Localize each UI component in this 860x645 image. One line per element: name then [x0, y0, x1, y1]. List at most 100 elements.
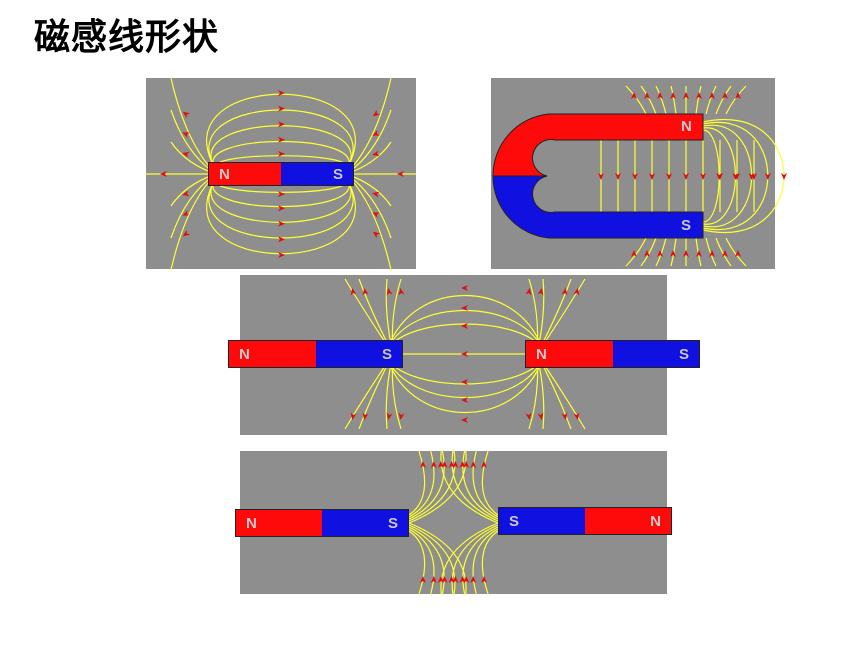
arrow-icon [372, 191, 380, 198]
field-line [462, 526, 499, 595]
arrow-icon [459, 461, 466, 468]
field-line [387, 359, 543, 385]
arrow-icon [481, 576, 487, 583]
arrow-icon [461, 379, 468, 385]
arrow-icon [461, 305, 468, 311]
arrow-icon [615, 173, 621, 180]
arrow-icon [278, 236, 285, 243]
arrow-icon [525, 412, 532, 420]
field-line [705, 85, 717, 115]
arrow-icon [278, 136, 285, 143]
arrow-icon [461, 323, 468, 329]
field-line [387, 310, 543, 349]
south-pole: S [499, 508, 585, 534]
arrow-icon [278, 220, 285, 227]
arrow-icon [644, 250, 650, 257]
arrow-icon [398, 412, 405, 420]
field-line [408, 450, 456, 522]
arrow-icon [459, 576, 466, 583]
field-line [695, 85, 702, 115]
arrow-icon [644, 92, 650, 99]
arrow-icon [463, 461, 470, 468]
field-line [408, 530, 426, 595]
arrow-icon [683, 250, 689, 257]
field-line [408, 450, 445, 520]
arrow-icon [573, 288, 580, 296]
arrow-icon [525, 288, 532, 296]
arrow-icon [735, 250, 741, 257]
arrow-icon [350, 412, 357, 420]
arrow-icon [631, 250, 637, 257]
north-pole: N [236, 510, 322, 536]
arrow-icon [372, 150, 380, 157]
field-line [715, 85, 732, 115]
arrow-icon [278, 90, 285, 96]
arrow-icon [372, 231, 381, 239]
arrow-icon [722, 92, 728, 99]
field-line [408, 450, 426, 516]
arrow-icon [372, 130, 380, 136]
arrow-icon [448, 461, 455, 468]
bar-magnet-panel: N S [146, 77, 416, 271]
arrow-icon [350, 288, 357, 296]
right-bar-magnet: S N [498, 507, 672, 535]
field-line [206, 93, 356, 171]
arrow-icon [278, 252, 285, 258]
field-line [408, 524, 456, 595]
arrow-icon [716, 173, 723, 180]
south-pole: S [612, 341, 699, 367]
north-pole: N [585, 508, 671, 534]
arrow-icon [561, 288, 568, 296]
page-title: 磁感线形状 [34, 17, 220, 58]
arrow-icon [278, 191, 285, 198]
arrow-icon [632, 173, 638, 180]
field-line [705, 237, 717, 267]
field-line [472, 528, 499, 595]
arrow-icon [657, 92, 663, 99]
left-bar-magnet: N S [235, 509, 409, 537]
south-pole: S [281, 163, 353, 185]
arrow-icon [649, 173, 655, 180]
arrow-icon [452, 576, 459, 583]
arrow-icon [657, 250, 663, 257]
arrow-icon [463, 576, 470, 583]
arrow-icon [461, 417, 468, 423]
arrow-icon [372, 109, 381, 117]
horseshoe-magnet [492, 113, 704, 239]
south-pole: S [315, 341, 402, 367]
arrow-icon [683, 173, 689, 180]
arrow-icon [182, 210, 190, 216]
horseshoe-north-label: N [681, 118, 692, 135]
arrow-icon [448, 576, 455, 583]
arrow-icon [182, 190, 190, 197]
field-line [212, 140, 350, 171]
field-line [206, 177, 356, 255]
arrow-icon [696, 250, 702, 257]
field-line [640, 85, 657, 115]
horseshoe-field-lines [598, 85, 787, 267]
arrow-icon [452, 461, 459, 468]
field-line [725, 237, 747, 267]
field-line [655, 85, 667, 115]
arrow-icon [278, 150, 285, 157]
arrow-icon [748, 173, 755, 180]
field-line [462, 450, 499, 520]
arrow-icon [670, 92, 676, 99]
arrow-icon [182, 151, 190, 158]
field-line [640, 237, 657, 267]
arrow-icon [430, 461, 437, 468]
arrow-icon [441, 576, 448, 583]
field-line [408, 450, 435, 518]
field-line [481, 450, 499, 516]
horseshoe-magnet-panel: N S [491, 78, 787, 269]
field-line [408, 526, 445, 595]
north-pole: N [526, 341, 613, 367]
field-line [440, 522, 499, 595]
arrow-icon [598, 173, 604, 180]
arrow-icon [670, 250, 676, 257]
field-line [440, 450, 499, 524]
arrow-icon [666, 173, 672, 180]
arrow-icon [709, 92, 715, 99]
arrow-icon [398, 288, 405, 296]
north-pole: N [209, 163, 281, 185]
